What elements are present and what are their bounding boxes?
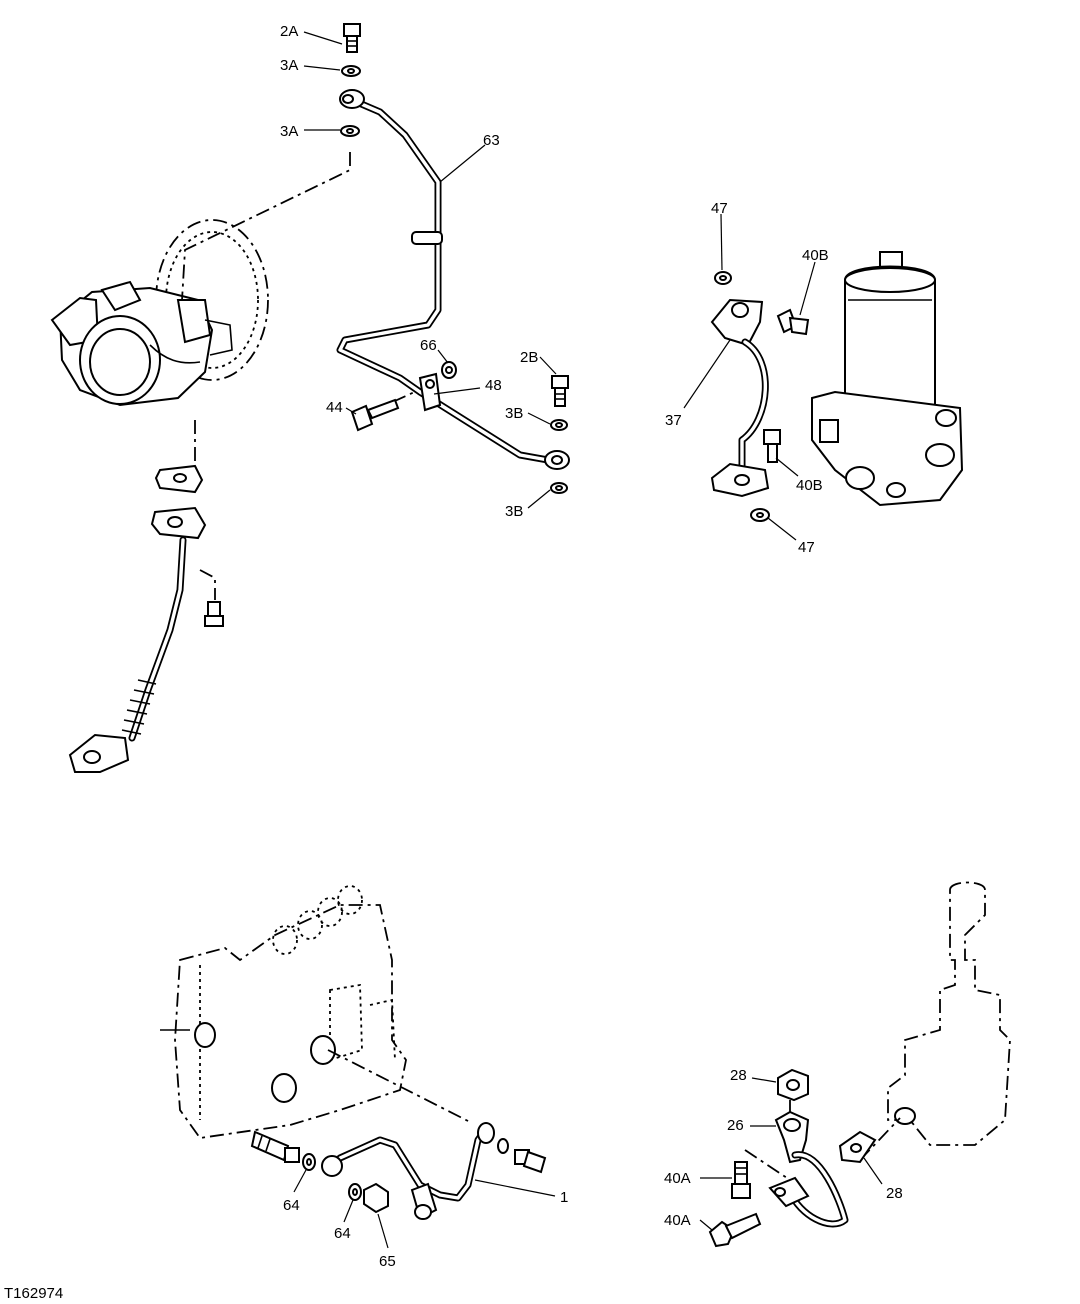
callout-1: 1 [560, 1189, 568, 1206]
oil-return-line [68, 506, 207, 773]
washer-47-top [714, 271, 732, 285]
callout-64-bottom: 64 [334, 1225, 351, 1242]
washer-3A-top [341, 65, 361, 77]
fitting-28-top [777, 1068, 809, 1102]
callout-63: 63 [483, 132, 500, 149]
washer-3B-bottom [550, 482, 568, 494]
oil-line-26 [768, 1110, 849, 1228]
callout-47-top: 47 [711, 200, 728, 217]
fuel-line-37 [710, 298, 770, 498]
bolt-2B [551, 375, 569, 407]
figure-reference-number: T162974 [4, 1285, 63, 1302]
banjo-bolt-right [497, 1138, 547, 1174]
clamp-48 [418, 372, 442, 412]
cap-screw-return [204, 601, 224, 627]
callout-48: 48 [485, 377, 502, 394]
callout-labels: 2A 3A 3A 63 66 48 2B 44 3B 3B 47 40B 37 … [4, 23, 903, 1302]
callout-3B-bottom: 3B [505, 503, 523, 520]
leader-lines [293, 31, 883, 1249]
callout-3B-top: 3B [505, 405, 523, 422]
alignment-lines-bottom-left [327, 1049, 471, 1123]
callout-37: 37 [665, 412, 682, 429]
callout-44: 44 [326, 399, 343, 416]
washer-3B-top [550, 419, 568, 431]
callout-47-bottom: 47 [798, 539, 815, 556]
banjo-bolt-left [250, 1130, 300, 1163]
flange-28-right [838, 1130, 877, 1164]
callout-64-left: 64 [283, 1197, 300, 1214]
washer-47-bottom [750, 508, 770, 522]
washer-64-left [302, 1153, 316, 1171]
callout-28-right: 28 [886, 1185, 903, 1202]
callout-3A-bottom: 3A [280, 123, 298, 140]
bolt-44 [350, 398, 400, 432]
callout-26: 26 [727, 1117, 744, 1134]
callout-3A-top: 3A [280, 57, 298, 74]
bolt-40A-top [731, 1161, 751, 1199]
callout-40B-top: 40B [802, 247, 829, 264]
callout-40A-bottom: 40A [664, 1212, 691, 1229]
gasket-turbo-drain [154, 464, 204, 494]
bolt-40B-top [776, 308, 810, 336]
fuel-filter-assembly [811, 251, 964, 507]
washer-64-bottom [348, 1183, 362, 1201]
bolt-40A-bottom [708, 1212, 762, 1248]
engine-block-section [887, 881, 1011, 1146]
nut-65 [363, 1182, 389, 1214]
callout-40A-top: 40A [664, 1170, 691, 1187]
washer-3A-bottom [340, 125, 360, 137]
injection-pump-housing [160, 885, 407, 1139]
bolt-40B-bottom [763, 429, 781, 463]
oil-line-1 [321, 1122, 495, 1220]
callout-65: 65 [379, 1253, 396, 1270]
washer-66 [441, 361, 457, 379]
callout-2B: 2B [520, 349, 538, 366]
callout-28-top: 28 [730, 1067, 747, 1084]
callout-66: 66 [420, 337, 437, 354]
callout-2A: 2A [280, 23, 298, 40]
callout-40B-bottom: 40B [796, 477, 823, 494]
bolt-2A [343, 23, 361, 53]
turbocharger-assembly [50, 219, 269, 407]
